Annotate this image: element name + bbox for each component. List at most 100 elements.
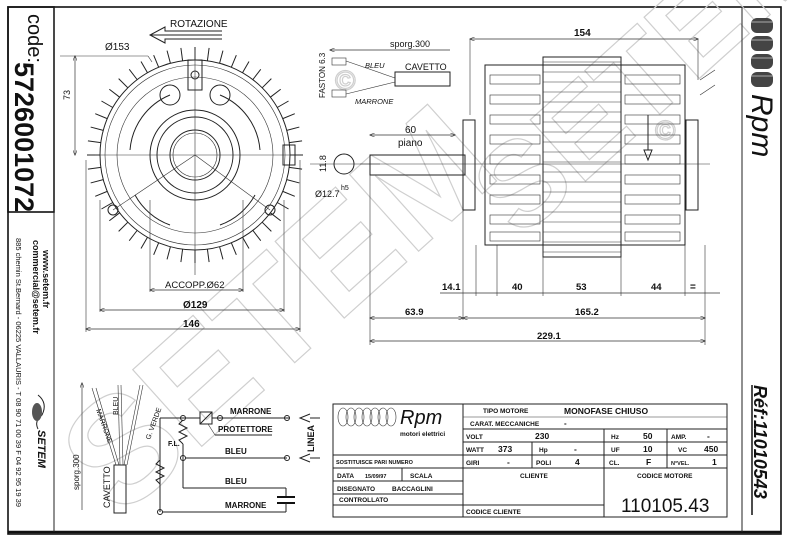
cooling-fin (153, 242, 160, 255)
side-view: 154 14.1 40 53 44 = 63.9 165.2 229.1 (360, 28, 720, 345)
schematic-linea: LINEA (306, 424, 316, 452)
hp-label: Hp (539, 447, 548, 454)
cooling-fin (128, 230, 138, 241)
rpm-coil-logo-icon (751, 18, 773, 87)
flat-length: 60 (405, 125, 417, 136)
class-value: F (646, 457, 651, 467)
housing-rib (624, 174, 681, 185)
rpm-value: - (507, 457, 510, 467)
scale-label: SCALA (410, 473, 433, 480)
cooling-fin (140, 237, 148, 249)
housing-rib (624, 231, 681, 242)
rpm-brand: Rpm (745, 94, 778, 157)
cooling-fin (180, 47, 184, 61)
speeds-label: N°VEL. (671, 461, 690, 467)
cooling-fin (166, 50, 171, 64)
housing-rib (624, 214, 681, 225)
cooling-fin (270, 88, 281, 98)
cooling-fin (118, 78, 129, 89)
svg-text:©: © (655, 115, 676, 146)
cooling-fin (206, 249, 210, 263)
address: 885 chemin St.Bernard - 06225 VALLAURIS … (14, 238, 23, 507)
cooling-fin (252, 230, 262, 241)
cooling-fin (261, 78, 272, 89)
schematic-bleu-2: BLEU (225, 477, 247, 486)
wiring-wire-bleu: BLEU (113, 397, 120, 415)
housing-rib (489, 214, 541, 225)
cooling-fin (277, 202, 289, 210)
cooling-fin (153, 55, 160, 68)
width-dim: 146 (183, 319, 200, 330)
housing-rib (489, 231, 541, 242)
amp-value: - (707, 431, 710, 441)
svg-text:©: © (335, 65, 356, 96)
watt-value: 373 (498, 444, 512, 454)
cooling-fin (90, 126, 104, 131)
dim-40: 40 (512, 282, 523, 293)
drawing-frame (7, 6, 782, 535)
setem-logo-icon (32, 394, 45, 430)
cooling-fin (286, 179, 300, 184)
housing-rib (624, 114, 681, 125)
cooling-fin (261, 221, 272, 232)
setem-logo-text: SETEM (35, 430, 47, 469)
cooling-fin (166, 246, 171, 260)
cooling-fin (230, 242, 237, 255)
website: www.setem.fr (41, 249, 51, 309)
flat-height: 11.8 (318, 155, 328, 172)
cooling-fin (101, 100, 113, 108)
cooling-fin (286, 126, 300, 131)
cable-label: CAVETTO (405, 62, 447, 72)
schematic-fl: F.L. (168, 441, 180, 448)
cooling-fin (242, 61, 250, 73)
code-value: 5726001072 (9, 62, 39, 212)
motor-type-value: MONOFASE CHIUSO (564, 406, 648, 416)
speeds-value: 1 (712, 457, 717, 467)
client-code-label: CODICE CLIENTE (466, 509, 522, 516)
cable-wire-bleu: BLEU (365, 61, 385, 70)
vc-label: VC (678, 447, 687, 454)
schematic-marrone-2: MARRONE (225, 501, 267, 510)
cooling-fin (95, 113, 108, 120)
cooling-fin (101, 202, 113, 210)
dim-14-1: 14.1 (442, 282, 461, 293)
shaft-diameter: Ø12.7 (315, 189, 340, 199)
hz-value: 50 (643, 431, 653, 441)
dim-63-9: 63.9 (405, 307, 424, 318)
vc-value: 450 (704, 444, 718, 454)
schematic-marrone-1: MARRONE (230, 407, 272, 416)
cooling-fin (252, 69, 262, 80)
title-block-logo-sub: motori elettrici (400, 431, 445, 438)
dim-equal: = (690, 282, 696, 293)
code-label: code: (23, 14, 45, 63)
hp-value: - (574, 444, 577, 454)
cooling-fin (90, 179, 104, 184)
checked-label: CONTROLLATO (339, 497, 388, 504)
volt-value: 230 (535, 431, 549, 441)
housing-rib (624, 134, 681, 145)
cooling-fin (206, 47, 210, 61)
right-sidebar: Rpm Réf:11010543 (741, 7, 778, 532)
motor-code-label: CODICE MOTORE (637, 473, 693, 480)
dim-53: 53 (576, 282, 587, 293)
cooling-fin (109, 212, 120, 222)
cooling-fin (95, 190, 108, 197)
cooling-fin (282, 190, 295, 197)
cooling-fin (230, 55, 237, 68)
cooling-fin (219, 50, 224, 64)
date-label: DATA (337, 473, 354, 480)
dim-44: 44 (651, 282, 662, 293)
left-sidebar: code: 5726001072 www.setem.fr commercial… (7, 6, 55, 532)
rpm-logo-icon (337, 407, 397, 427)
substitutes-label: SOSTITUISCE PARI NUMERO (336, 460, 414, 466)
cooling-fin (289, 140, 303, 144)
reference: Réf:11010543 (750, 385, 770, 499)
housing-rib (489, 74, 541, 85)
front-view: ROTAZIONE Ø153 73 ACCOPP.Ø62 (60, 19, 303, 332)
mech-value: - (564, 419, 567, 428)
housing-rib (489, 94, 541, 105)
wiring-cable-label: CAVETTO (102, 466, 112, 508)
uf-value: 10 (643, 444, 653, 454)
cooling-fin (87, 166, 101, 170)
